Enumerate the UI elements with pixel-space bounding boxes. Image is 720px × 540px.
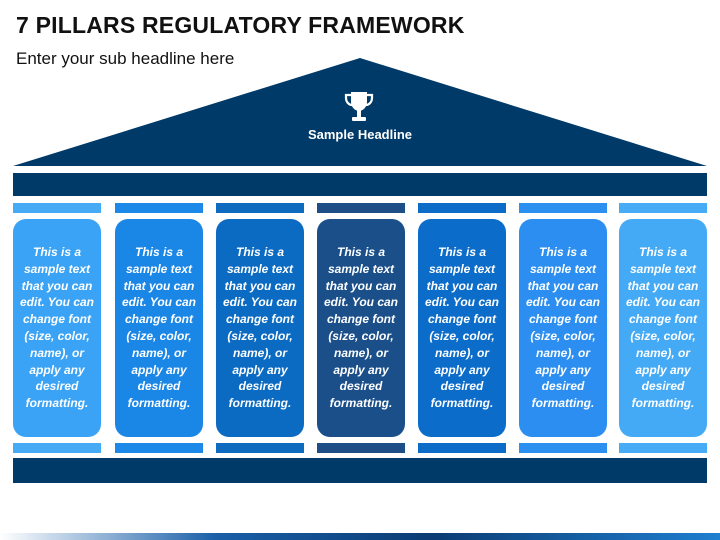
top-beam [13, 173, 707, 196]
pillar-6[interactable]: This is a sample text that you can edit.… [519, 219, 607, 437]
pillar-bottom-cap [317, 443, 405, 453]
pillar-top-cap [115, 203, 203, 213]
pillar-text: This is a sample text that you can edit.… [323, 245, 398, 411]
pillar-text: This is a sample text that you can edit.… [525, 245, 600, 411]
pillar-top-cap [519, 203, 607, 213]
pillar-bottom-cap [619, 443, 707, 453]
pillar-bottom-cap [115, 443, 203, 453]
pillar-bottom-cap [418, 443, 506, 453]
footer-accent-line [0, 533, 720, 540]
pillar-7[interactable]: This is a sample text that you can edit.… [619, 219, 707, 437]
pillar-1[interactable]: This is a sample text that you can edit.… [13, 219, 101, 437]
trophy-icon [344, 92, 374, 121]
pillar-top-cap [317, 203, 405, 213]
pillar-bottom-cap [519, 443, 607, 453]
pillar-bottom-cap [216, 443, 304, 453]
pillar-text: This is a sample text that you can edit.… [19, 245, 94, 411]
pillar-5[interactable]: This is a sample text that you can edit.… [418, 219, 506, 437]
pillar-4[interactable]: This is a sample text that you can edit.… [317, 219, 405, 437]
pillar-2[interactable]: This is a sample text that you can edit.… [115, 219, 203, 437]
page-title: 7 PILLARS REGULATORY FRAMEWORK [16, 12, 465, 38]
pillar-text: This is a sample text that you can edit.… [625, 245, 700, 411]
pillar-bottom-cap [13, 443, 101, 453]
pillar-text: This is a sample text that you can edit.… [424, 245, 499, 411]
pillar-top-cap [619, 203, 707, 213]
base-beam [13, 458, 707, 483]
roof-headline[interactable]: Sample Headline [307, 127, 413, 142]
pillar-top-cap [216, 203, 304, 213]
pillar-top-cap [418, 203, 506, 213]
page-subtitle: Enter your sub headline here [16, 49, 235, 68]
pillar-top-cap [13, 203, 101, 213]
pillar-text: This is a sample text that you can edit.… [222, 245, 297, 411]
pillar-text: This is a sample text that you can edit.… [121, 245, 196, 411]
pillar-3[interactable]: This is a sample text that you can edit.… [216, 219, 304, 437]
